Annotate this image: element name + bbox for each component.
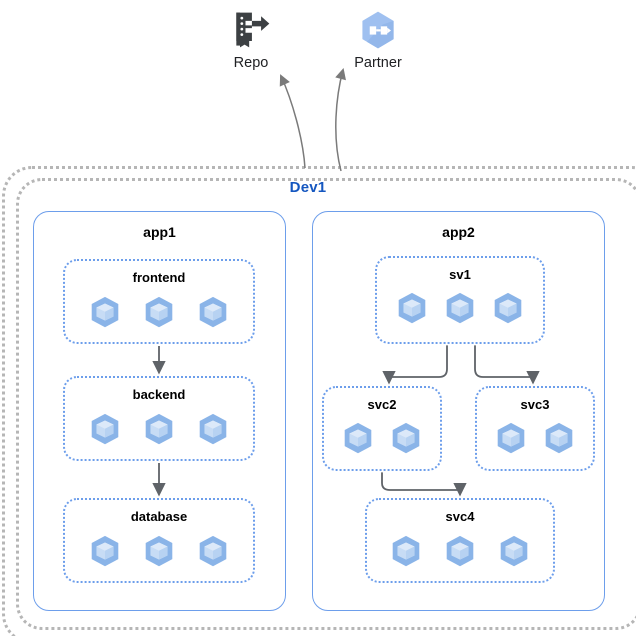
app-group-app2[interactable]: app2	[312, 211, 605, 611]
pod-row	[65, 412, 253, 450]
app-group-app1[interactable]: app1	[33, 211, 286, 611]
pod-icon[interactable]	[387, 534, 425, 572]
pod-icon[interactable]	[540, 421, 578, 459]
pod-row	[477, 421, 593, 459]
edge-environment-to-repo	[279, 74, 306, 169]
pod-icon[interactable]	[441, 291, 479, 329]
pod-row	[65, 534, 253, 572]
external-node-partner[interactable]: Partner	[333, 8, 423, 72]
service-title: svc4	[445, 509, 475, 524]
pod-icon[interactable]	[387, 421, 425, 459]
pod-row	[367, 534, 553, 572]
service-box-backend[interactable]: backend	[63, 376, 255, 461]
environment-boundary-outer	[2, 166, 636, 636]
service-title: svc2	[367, 397, 397, 412]
pod-icon[interactable]	[441, 534, 479, 572]
pod-icon[interactable]	[86, 412, 124, 450]
app-title: app1	[143, 224, 176, 240]
pod-icon[interactable]	[86, 295, 124, 333]
service-title: svc3	[520, 397, 550, 412]
partner-interconnect-icon	[356, 8, 400, 52]
pod-icon[interactable]	[339, 421, 377, 459]
pod-icon[interactable]	[86, 534, 124, 572]
service-title: frontend	[132, 270, 186, 285]
pod-icon[interactable]	[140, 534, 178, 572]
pod-row	[377, 291, 543, 329]
pod-icon[interactable]	[495, 534, 533, 572]
edge-environment-to-partner	[335, 67, 346, 172]
pod-row	[324, 421, 440, 459]
external-node-label: Repo	[233, 55, 269, 71]
external-node-repo[interactable]: Repo	[206, 8, 296, 72]
pod-icon[interactable]	[393, 291, 431, 329]
pod-icon[interactable]	[194, 534, 232, 572]
app-title: app2	[442, 224, 475, 240]
environment-label: Dev1	[289, 179, 327, 196]
environment-boundary-inner	[16, 178, 636, 630]
service-title: database	[130, 509, 188, 524]
external-node-label: Partner	[354, 55, 402, 71]
service-box-svc2[interactable]: svc2	[322, 386, 442, 471]
source-repository-icon	[229, 8, 273, 52]
service-title: sv1	[449, 267, 471, 282]
service-box-database[interactable]: database	[63, 498, 255, 583]
service-box-sv1[interactable]: sv1	[375, 256, 545, 344]
pod-icon[interactable]	[492, 421, 530, 459]
pod-icon[interactable]	[140, 295, 178, 333]
service-box-svc4[interactable]: svc4	[365, 498, 555, 583]
service-title: backend	[132, 387, 186, 402]
service-box-svc3[interactable]: svc3	[475, 386, 595, 471]
pod-row	[65, 295, 253, 333]
service-box-frontend[interactable]: frontend	[63, 259, 255, 344]
pod-icon[interactable]	[194, 295, 232, 333]
pod-icon[interactable]	[489, 291, 527, 329]
pod-icon[interactable]	[140, 412, 178, 450]
pod-icon[interactable]	[194, 412, 232, 450]
